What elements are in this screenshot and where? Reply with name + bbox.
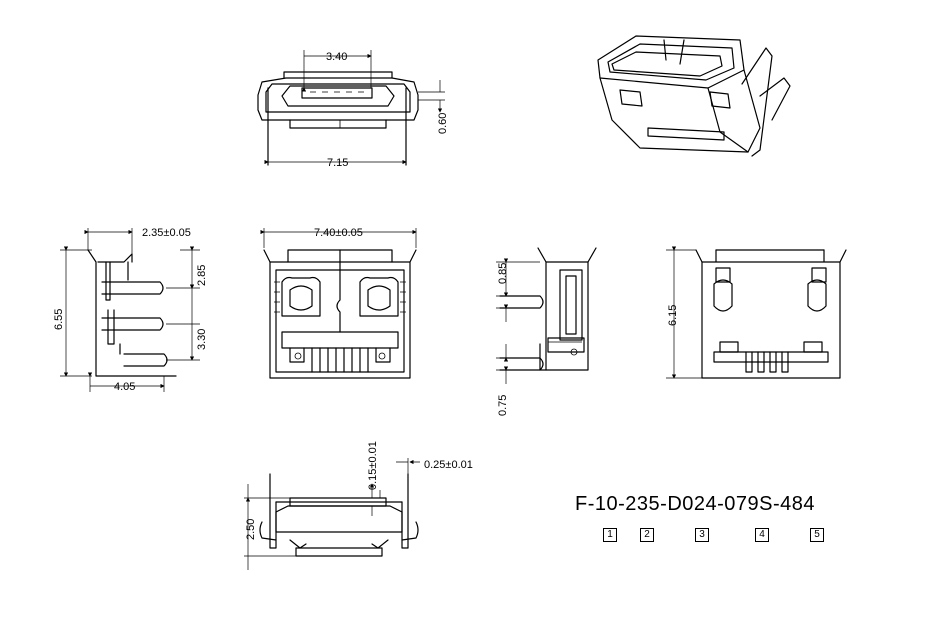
dim-side-top: 2.35±0.05 [142, 227, 191, 239]
front-view [260, 228, 417, 379]
dim-top-width: 7.15 [327, 157, 348, 169]
bottom-view [244, 458, 420, 570]
part-number: F-10-235-D024-079S-484 [575, 493, 816, 515]
isometric-view [597, 35, 791, 157]
dim-bottom-height: 2.50 [245, 519, 257, 540]
part-segment-box: 2 [640, 528, 654, 542]
back-view [666, 246, 847, 379]
section-view [496, 247, 597, 384]
part-segment-box: 3 [695, 528, 709, 542]
dim-side-base: 4.05 [114, 381, 135, 393]
dim-side-total: 6.55 [53, 309, 65, 330]
top-view [257, 50, 445, 166]
dim-side-h1: 2.85 [196, 265, 208, 286]
dim-back-height: 6.15 [667, 305, 679, 326]
dim-bottom-pin: 0.25±0.01 [424, 459, 473, 471]
dim-bottom-thick: 0.15±0.01 [367, 441, 379, 490]
dim-side-h2: 3.30 [196, 329, 208, 350]
dim-right-top: 0.85 [497, 263, 509, 284]
part-segment-box: 5 [810, 528, 824, 542]
side-view [60, 228, 200, 392]
dim-right-bottom: 0.75 [497, 395, 509, 416]
part-segment-box: 1 [603, 528, 617, 542]
dim-top-pitch: 3.40 [326, 51, 347, 63]
dim-front-width: 7.40±0.05 [314, 227, 363, 239]
part-segment-box: 4 [755, 528, 769, 542]
dim-top-height: 0.60 [437, 113, 449, 134]
